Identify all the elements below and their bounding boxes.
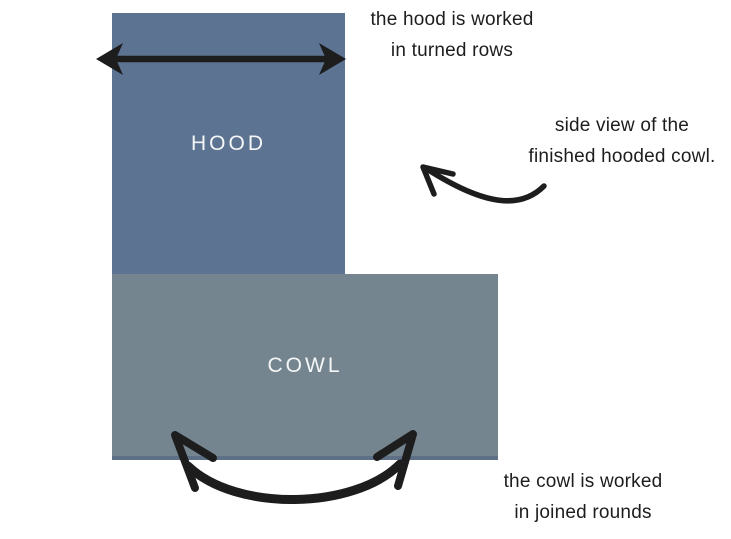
side-view-note-line2: finished hooded cowl. — [528, 146, 716, 167]
cowl-note: the cowl is worked in joined rounds — [468, 466, 698, 528]
hood-note: the hood is worked in turned rows — [337, 4, 567, 66]
hood-note-line1: the hood is worked — [370, 9, 534, 30]
side-view-note-line1: side view of the — [554, 115, 690, 136]
cowl-note-line1: the cowl is worked — [503, 471, 663, 492]
hood-note-line2: in turned rows — [390, 40, 514, 61]
cowl-note-line2: in joined rounds — [514, 502, 652, 523]
side-view-note: side view of the finished hooded cowl. — [507, 110, 731, 172]
joined-rounds-curved-arrow-icon — [171, 430, 417, 504]
hood-label: HOOD — [191, 132, 266, 155]
side-view-curved-arrow-icon — [420, 164, 547, 204]
cowl-rectangle: COWL — [112, 274, 498, 460]
cowl-label: COWL — [267, 353, 343, 377]
width-double-arrow-icon — [96, 43, 346, 75]
